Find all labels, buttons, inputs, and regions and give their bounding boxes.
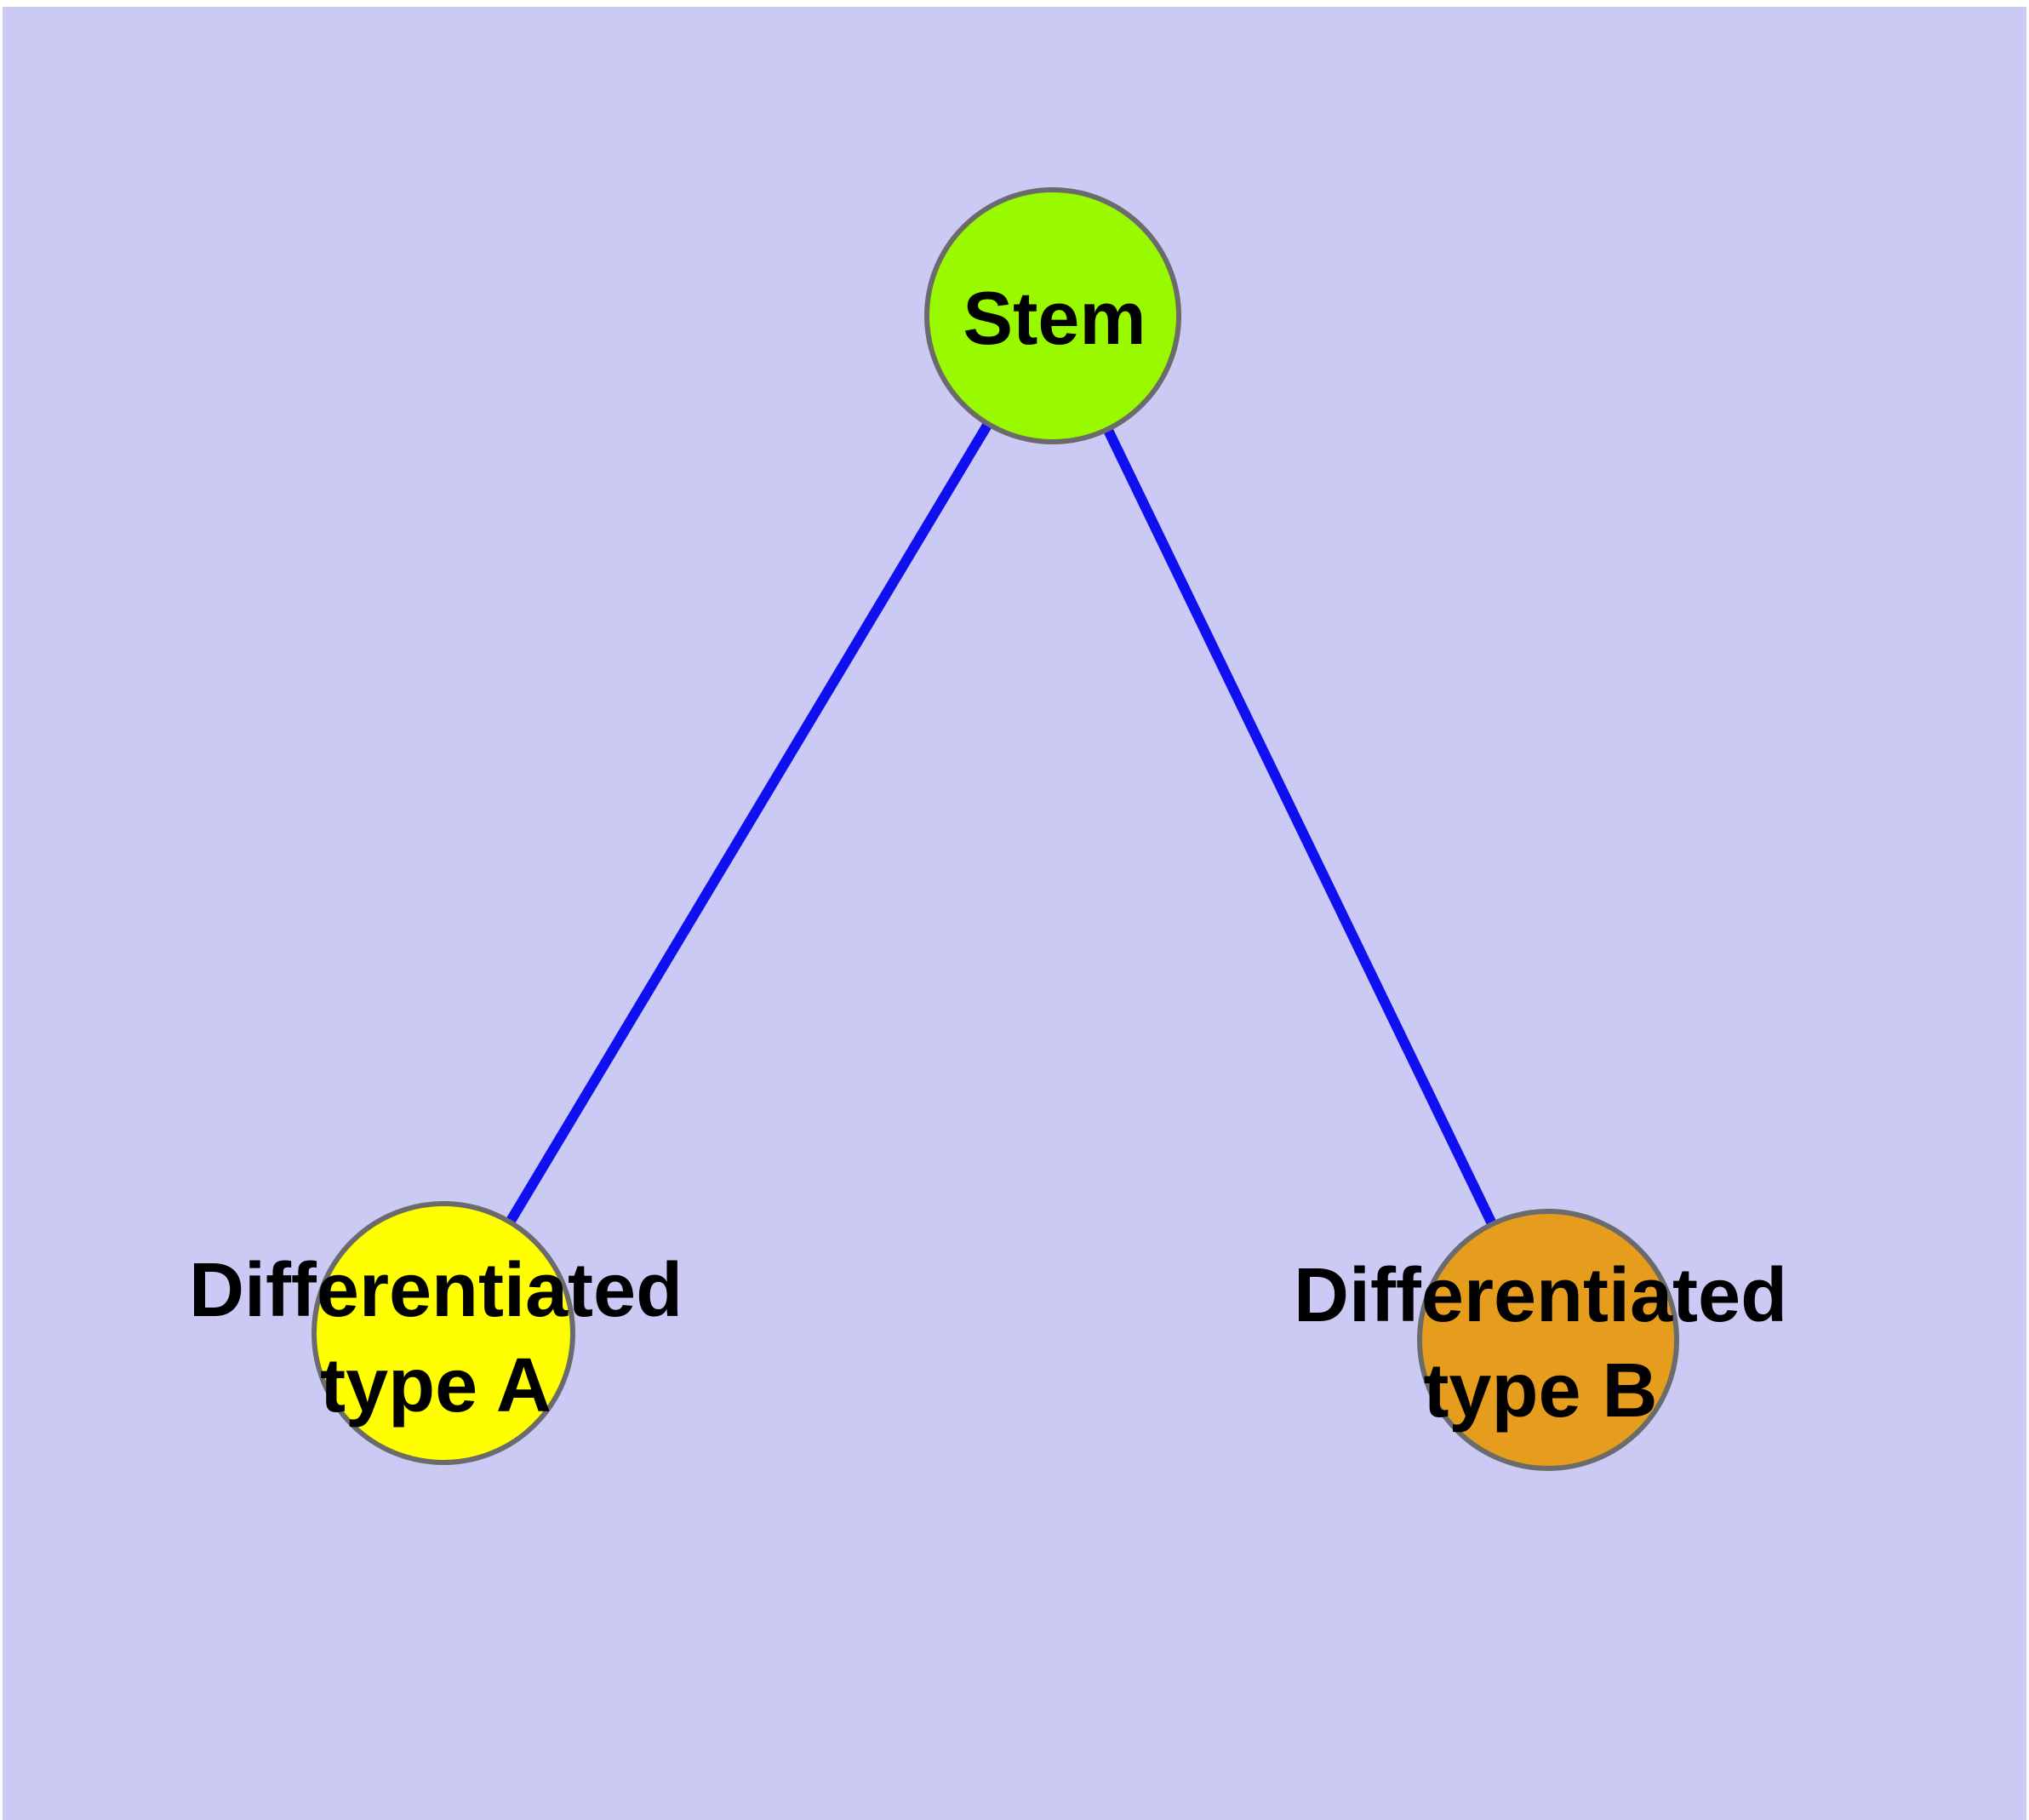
node-label-differentiated-type-a: Differentiated type A	[189, 1243, 683, 1434]
node-label-stem-line1: Stem	[963, 276, 1146, 360]
node-label-type-b-line2: type B	[1423, 1348, 1658, 1434]
node-label-type-a-line2: type A	[320, 1343, 552, 1428]
node-stem	[924, 187, 1181, 444]
node-label-differentiated-type-b: Differentiated type B	[1294, 1248, 1787, 1439]
edge-stem-to-type-b	[1048, 313, 1553, 1342]
node-label-stem: Stem	[963, 271, 1146, 366]
edge-stem-to-type-a	[438, 312, 1058, 1336]
node-label-type-b-line1: Differentiated	[1293, 1253, 1788, 1338]
node-label-type-a-line1: Differentiated	[188, 1248, 683, 1333]
node-differentiated-type-b	[1417, 1209, 1679, 1471]
node-differentiated-type-a	[311, 1201, 575, 1465]
